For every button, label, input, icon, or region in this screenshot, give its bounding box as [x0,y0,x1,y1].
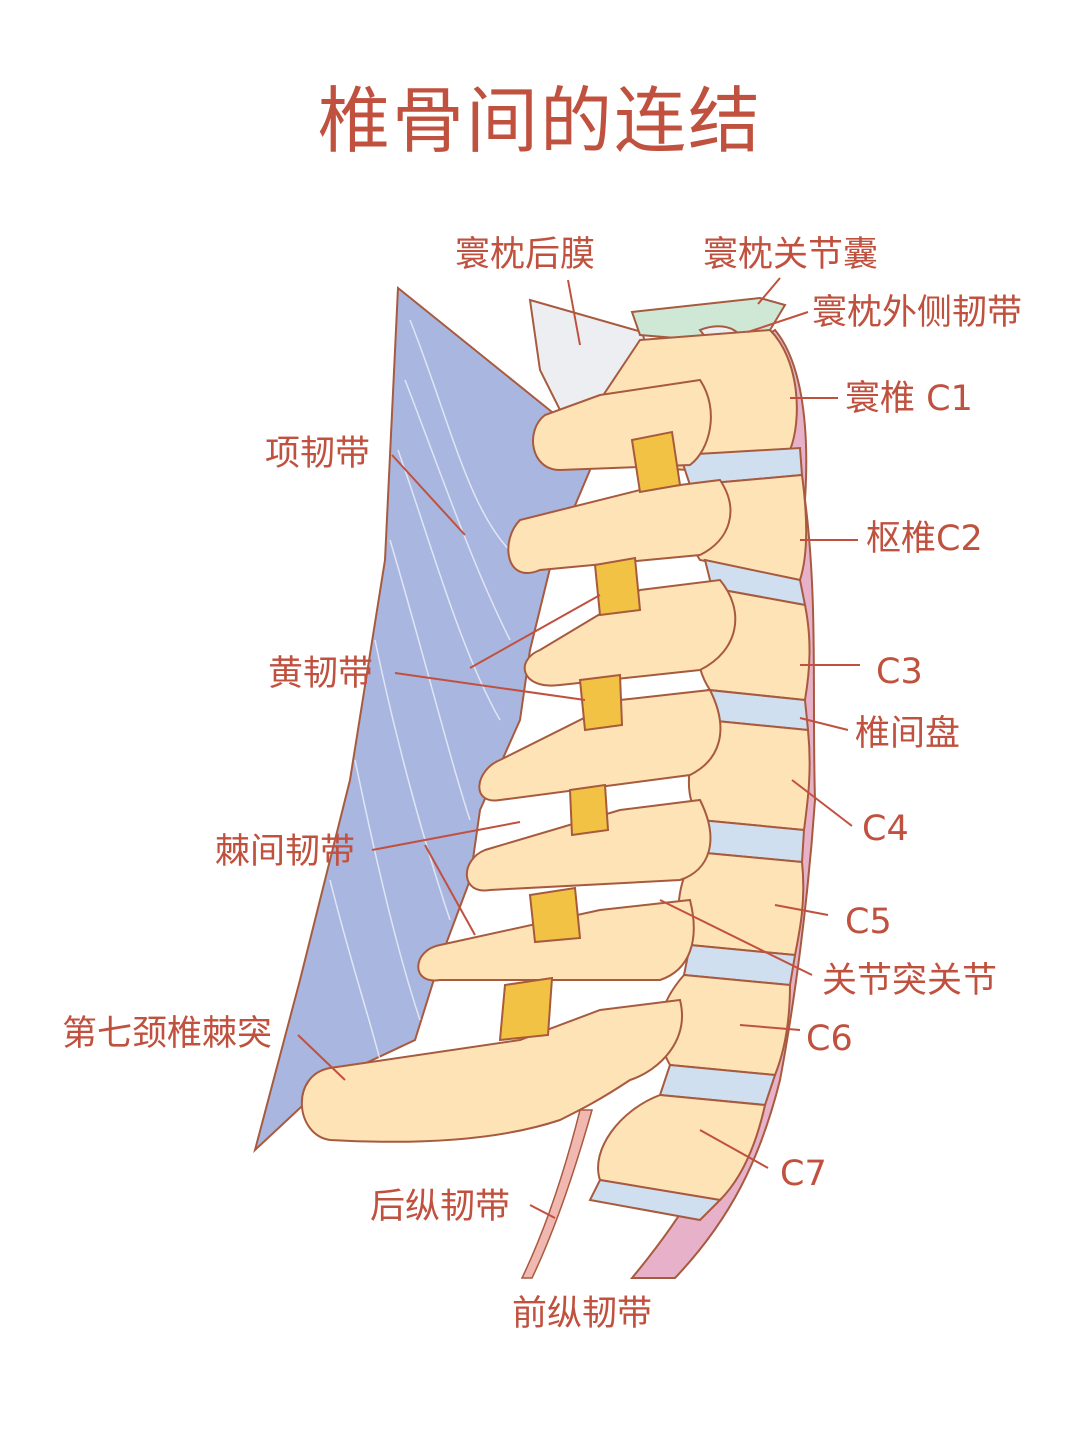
label-occipital-membrane: 寰枕后膜 [455,235,596,275]
posterior-longitudinal-ligament-band [520,1109,593,1279]
label-atlanto-capsule: 寰枕关节囊 [703,235,879,275]
label-interspinous-ligament: 棘间韧带 [215,832,356,872]
leader-lines [297,277,860,1219]
flavum-segments [498,430,682,1042]
label-posterior-longitudinal: 后纵韧带 [370,1187,511,1227]
label-c6: C6 [806,1019,853,1059]
label-anterior-longitudinal: 前纵韧带 [512,1294,653,1334]
label-atlanto-lateral-ligament: 寰枕外侧韧带 [812,293,1023,333]
label-nuchal-ligament: 项韧带 [265,434,371,474]
label-axis: 枢椎C2 [866,519,983,559]
label-disc: 椎间盘 [855,714,961,754]
label-c5: C5 [845,902,892,942]
label-facet-joint: 关节突关节 [822,961,998,1001]
label-ligamentum-flavum: 黄韧带 [268,654,374,694]
label-c7: C7 [780,1154,827,1194]
label-atlas: 寰椎 C1 [845,379,973,419]
label-c3: C3 [876,652,923,692]
label-c4: C4 [862,809,909,849]
page-title: 椎骨间的连结 [317,79,762,163]
label-c7-spinous: 第七颈椎棘突 [62,1014,273,1054]
